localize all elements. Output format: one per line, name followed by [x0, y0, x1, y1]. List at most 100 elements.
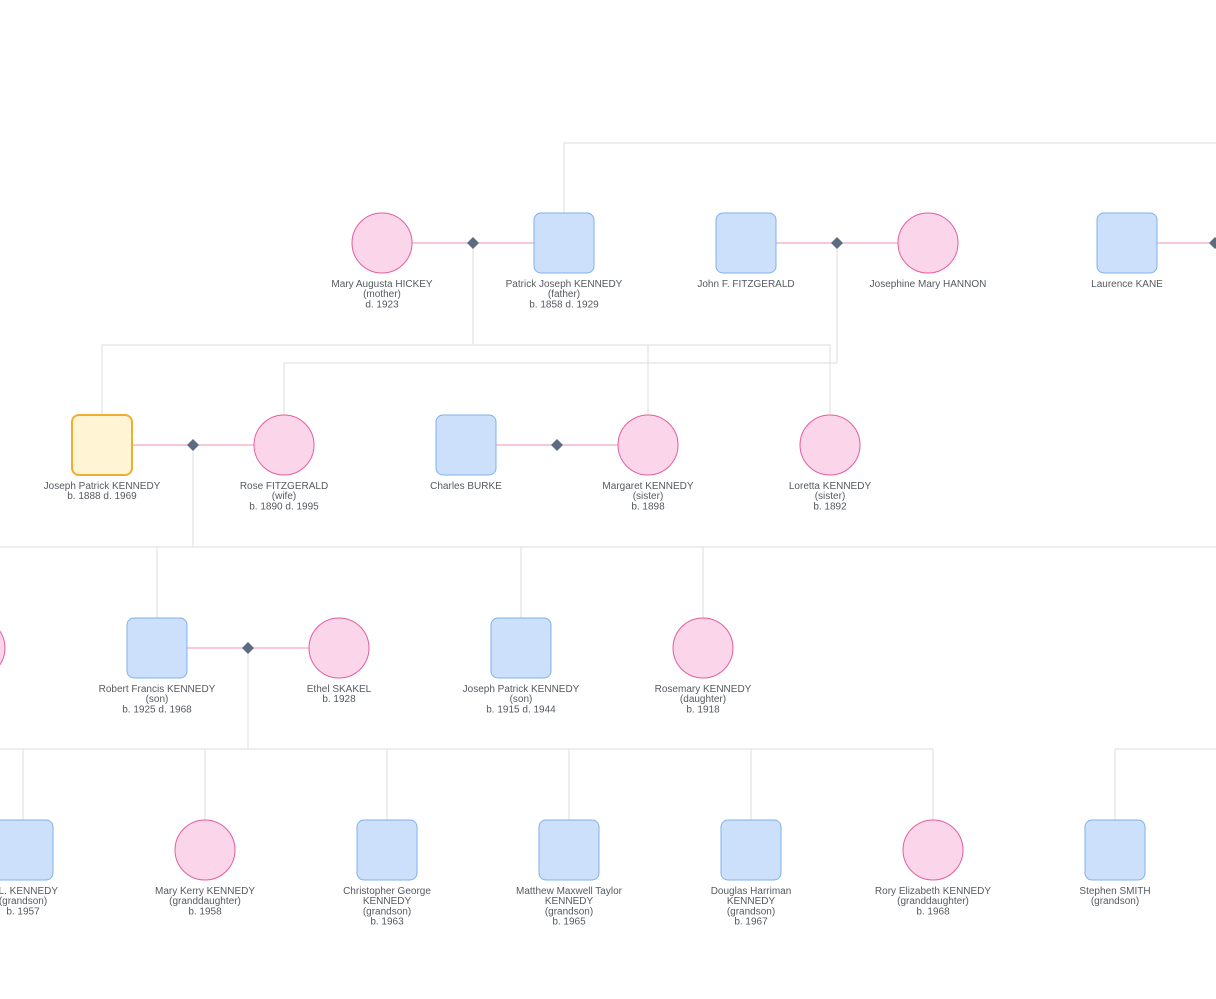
female-person-node-josephine-mary-hannon[interactable] [897, 212, 959, 274]
descent-connector-line [1114, 748, 1216, 820]
person-label-line: (granddaughter) [897, 896, 969, 907]
person-label-rory-elizabeth-kennedy: Rory Elizabeth KENNEDY(granddaughter)b. … [875, 886, 991, 917]
male-person-node-laurence-kane[interactable] [1096, 212, 1158, 274]
person-label-line: (granddaughter) [169, 896, 241, 907]
person-label-line: KENNEDY [545, 896, 594, 907]
person-label-line: Rosemary KENNEDY [655, 684, 752, 695]
person-label-mary-augusta-hickey: Mary Augusta HICKEY(mother)d. 1923 [331, 279, 432, 310]
female-person-node-rose-fitzgerald[interactable] [253, 414, 315, 476]
male-person-node-robert-francis-kennedy[interactable] [126, 617, 188, 679]
female-person-node-rosemary-kennedy[interactable] [672, 617, 734, 679]
person-label-michael-l-kennedy: el L. KENNEDY(grandson)b. 1957 [0, 886, 58, 917]
male-person-node-john-f-fitzgerald[interactable] [715, 212, 777, 274]
person-label-line: Robert Francis KENNEDY [99, 684, 216, 695]
person-label-line: Joseph Patrick KENNEDY [463, 684, 580, 695]
person-label-line: b. 1958 [188, 906, 222, 917]
person-label-mary-kerry-kennedy: Mary Kerry KENNEDY(granddaughter)b. 1958 [155, 886, 255, 917]
person-label-line: b. 1918 [686, 704, 720, 715]
person-label-line: Mary Kerry KENNEDY [155, 886, 255, 897]
person-labels: Mary Augusta HICKEY(mother)d. 1923 Patric… [0, 279, 1163, 928]
person-label-line: (son) [510, 694, 533, 705]
person-label-line: Loretta KENNEDY [789, 481, 872, 492]
male-person-node-christopher-george-kennedy[interactable] [356, 819, 418, 881]
person-label-line: KENNEDY [363, 896, 412, 907]
male-person-node-joseph-patrick-kennedy-jr[interactable] [490, 617, 552, 679]
person-label-line: (mother) [363, 289, 401, 300]
female-person-node-loretta-kennedy[interactable] [799, 414, 861, 476]
descent-connector-line [283, 243, 838, 415]
person-label-line: John F. FITZGERALD [697, 279, 794, 290]
person-label-margaret-kennedy: Margaret KENNEDY(sister)b. 1898 [602, 481, 693, 512]
female-person-node-margaret-kennedy[interactable] [617, 414, 679, 476]
female-person-node-mary-kerry-kennedy[interactable] [174, 819, 236, 881]
female-person-node-mary-augusta-hickey[interactable] [351, 212, 413, 274]
person-label-line: KENNEDY [727, 896, 776, 907]
person-label-line: d. 1923 [365, 299, 399, 310]
male-person-node-matthew-maxwell-taylor-kennedy[interactable] [538, 819, 600, 881]
person-label-line: (daughter) [680, 694, 726, 705]
descent-connector-line [101, 344, 831, 415]
person-label-line: b. 1858 d. 1929 [529, 299, 599, 310]
male-person-node-stephen-smith[interactable] [1084, 819, 1146, 881]
person-label-line: b. 1898 [631, 501, 665, 512]
connector-lines [0, 142, 1216, 820]
union-diamond-marker [551, 439, 563, 451]
person-label-line: Rory Elizabeth KENNEDY [875, 886, 991, 897]
person-label-line: Matthew Maxwell Taylor [516, 886, 623, 897]
person-label-line: (grandson) [0, 896, 47, 907]
person-label-line: (father) [548, 289, 580, 300]
female-person-node-rory-elizabeth-kennedy[interactable] [902, 819, 964, 881]
person-label-line: Rose FITZGERALD [240, 481, 328, 492]
female-person-node-partial-daughter[interactable] [0, 618, 6, 678]
person-label-line: (son) [146, 694, 169, 705]
person-label-patrick-joseph-kennedy: Patrick Joseph KENNEDY(father)b. 1858 d.… [506, 279, 623, 310]
person-label-rose-fitzgerald: Rose FITZGERALD(wife)b. 1890 d. 1995 [240, 481, 328, 512]
person-nodes [0, 212, 1158, 881]
person-label-stephen-smith: Stephen SMITH(grandson) [1079, 886, 1150, 907]
person-label-john-f-fitzgerald: John F. FITZGERALD [697, 279, 794, 290]
person-label-rosemary-kennedy: Rosemary KENNEDY(daughter)b. 1918 [655, 684, 752, 715]
male-person-node-michael-l-kennedy[interactable] [0, 819, 54, 881]
person-label-line: b. 1925 d. 1968 [122, 704, 192, 715]
person-label-robert-francis-kennedy: Robert Francis KENNEDY(son)b. 1925 d. 19… [99, 684, 216, 715]
person-label-josephine-mary-hannon: Josephine Mary HANNON [870, 279, 987, 290]
female-person-node-ethel-skakel[interactable] [308, 617, 370, 679]
person-label-line: (grandson) [1091, 896, 1139, 907]
person-label-line: b. 1915 d. 1944 [486, 704, 556, 715]
person-label-line: (grandson) [727, 906, 775, 917]
person-label-line: Joseph Patrick KENNEDY [44, 481, 161, 492]
male-person-node-charles-burke[interactable] [435, 414, 497, 476]
person-label-line: b. 1963 [370, 917, 404, 928]
person-label-line: b. 1967 [734, 917, 768, 928]
person-label-line: Patrick Joseph KENNEDY [506, 279, 623, 290]
person-label-line: (grandson) [363, 906, 411, 917]
person-label-line: Ethel SKAKEL [307, 684, 372, 695]
selected-person-node-joseph-patrick-kennedy-sr[interactable] [71, 414, 133, 476]
person-label-line: Laurence KANE [1091, 279, 1163, 290]
person-label-line: Charles BURKE [430, 481, 502, 492]
person-label-line: b. 1928 [322, 694, 356, 705]
person-label-line: (sister) [815, 491, 846, 502]
person-label-line: Margaret KENNEDY [602, 481, 693, 492]
union-lines [132, 237, 1216, 654]
person-label-joseph-patrick-kennedy-jr: Joseph Patrick KENNEDY(son)b. 1915 d. 19… [463, 684, 580, 715]
male-person-node-douglas-harriman-kennedy[interactable] [720, 819, 782, 881]
person-label-line: (sister) [633, 491, 664, 502]
person-label-line: b. 1888 d. 1969 [67, 491, 137, 502]
union-diamond-marker [242, 642, 254, 654]
person-label-charles-burke: Charles BURKE [430, 481, 502, 492]
person-label-line: b. 1892 [813, 501, 847, 512]
person-label-line: b. 1968 [916, 906, 950, 917]
person-label-line: b. 1957 [6, 906, 40, 917]
male-person-node-patrick-joseph-kennedy[interactable] [533, 212, 595, 274]
person-label-line: Mary Augusta HICKEY [331, 279, 432, 290]
person-label-line: el L. KENNEDY [0, 886, 58, 897]
person-label-laurence-kane: Laurence KANE [1091, 279, 1163, 290]
person-label-line: (grandson) [545, 906, 593, 917]
person-label-line: b. 1890 d. 1995 [249, 501, 319, 512]
